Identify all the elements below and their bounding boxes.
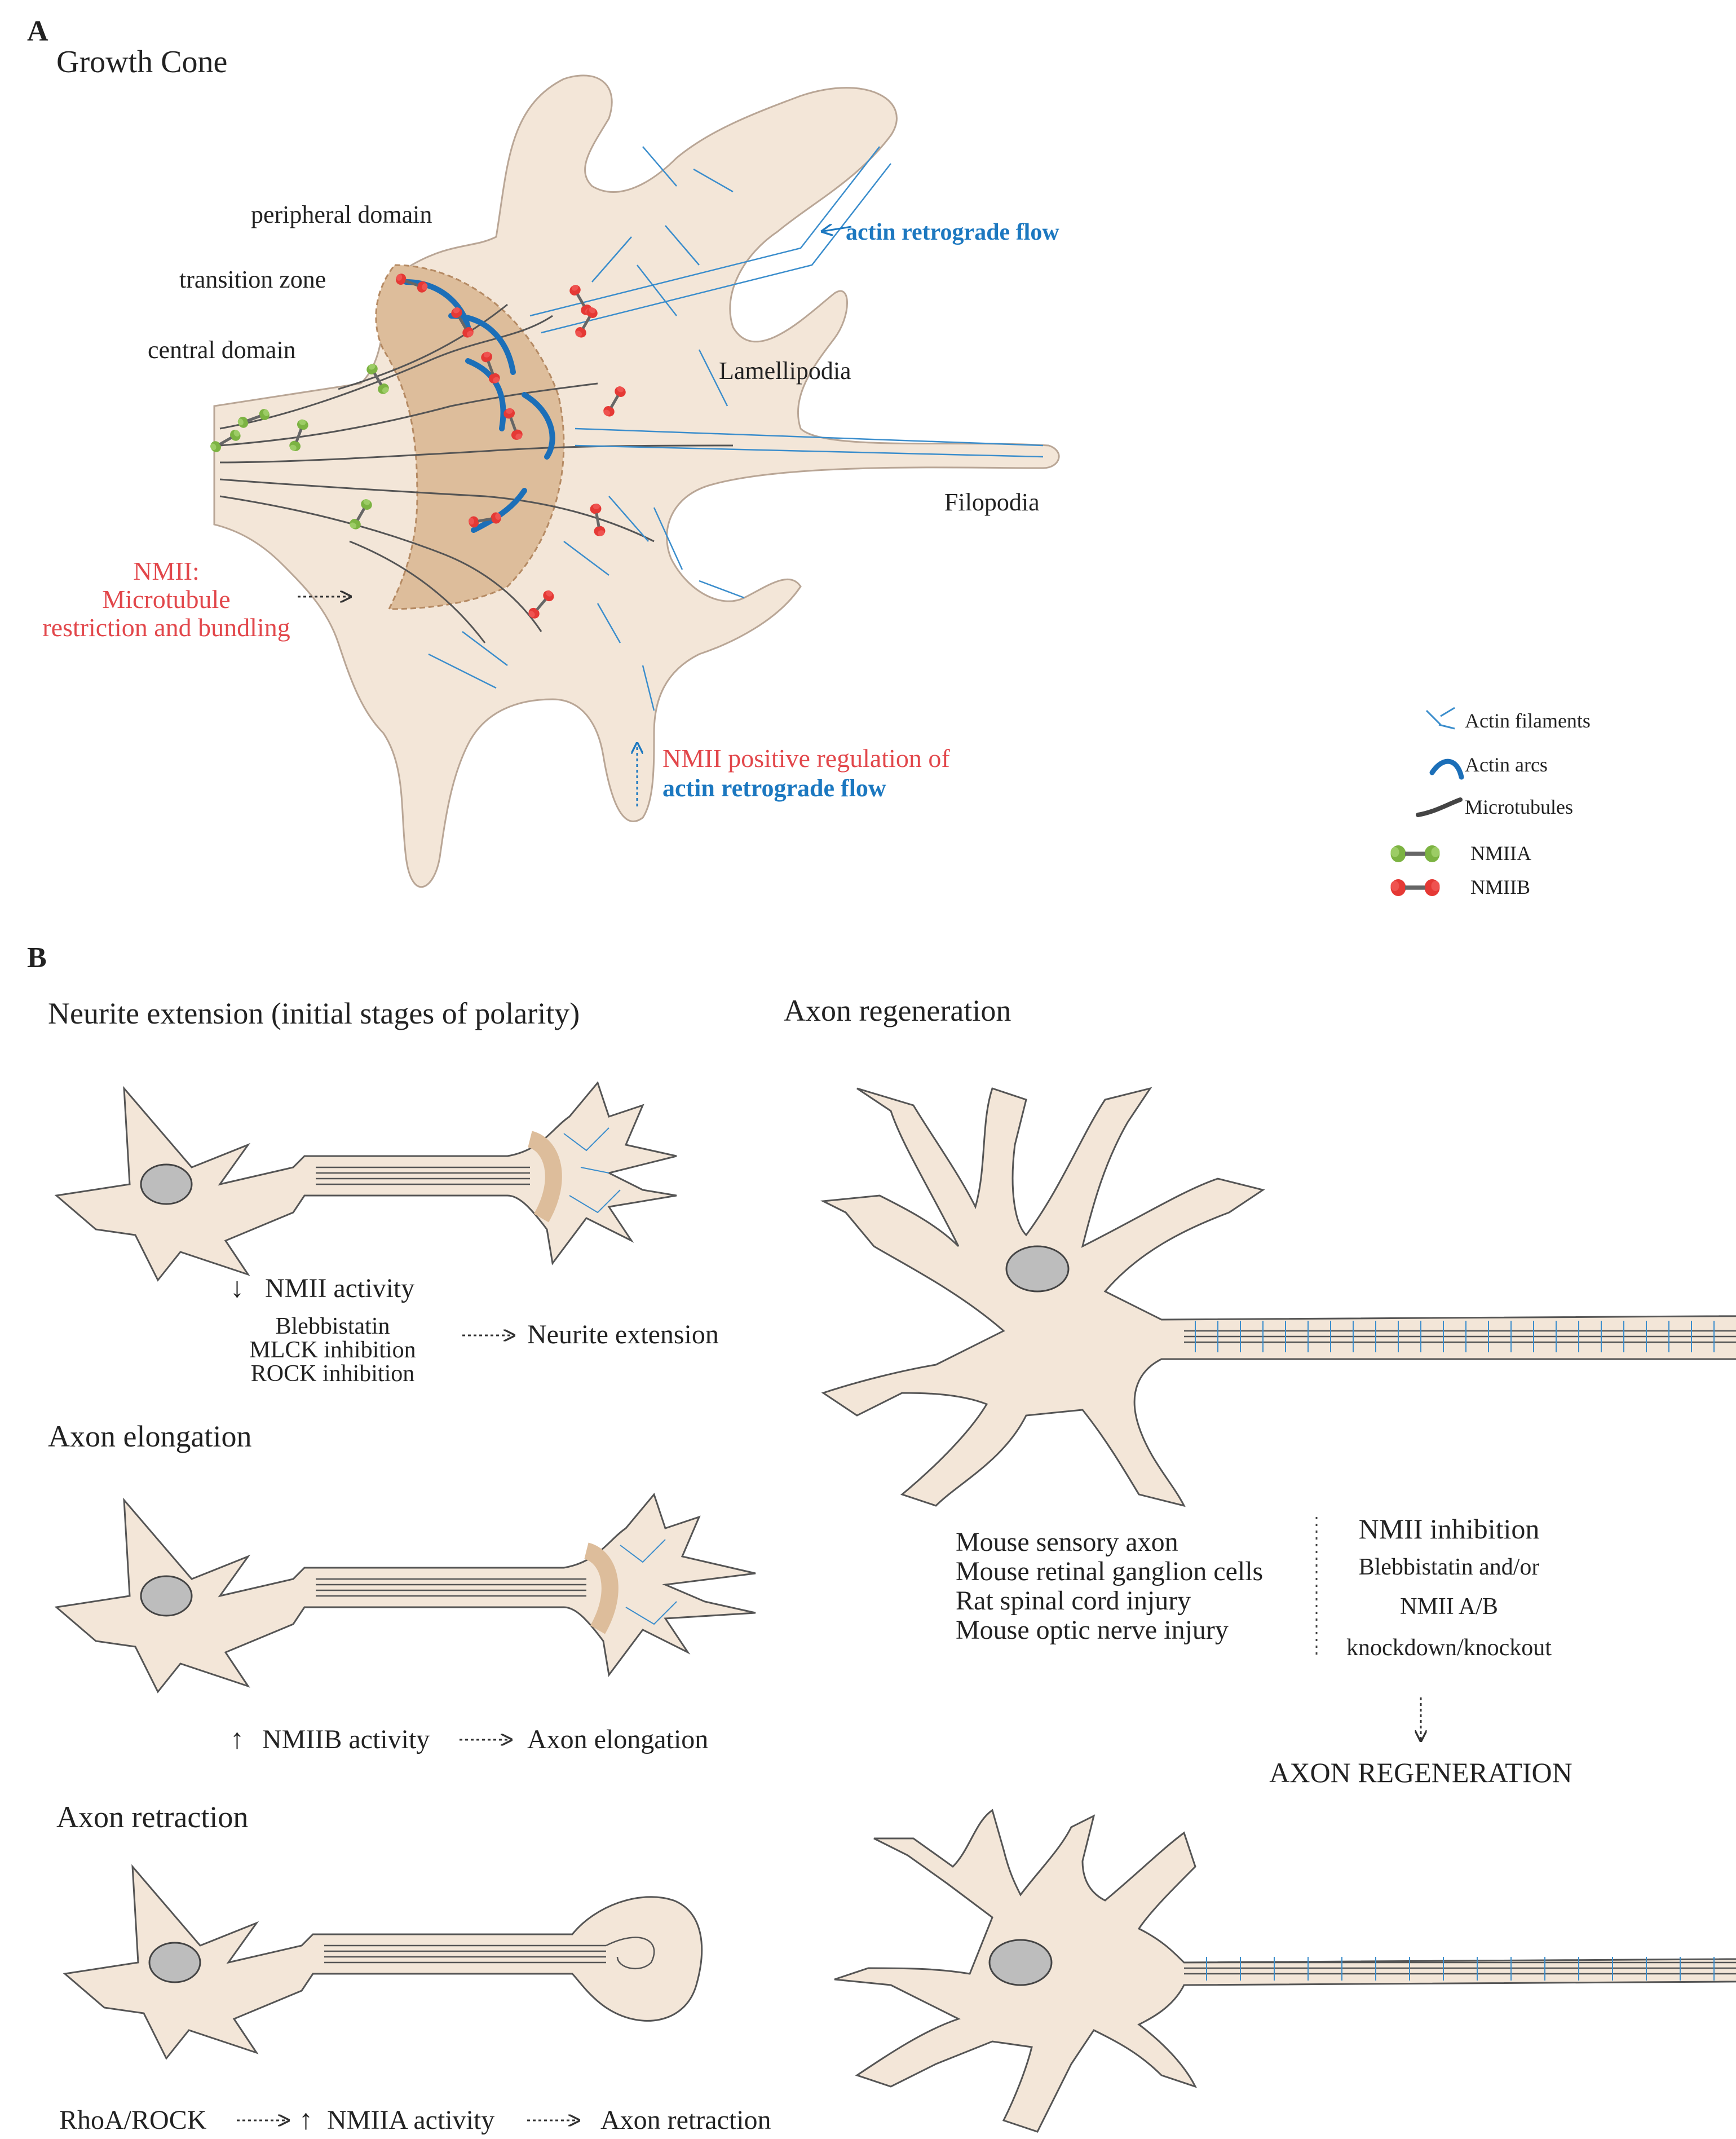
- legend-nmiib: NMIIB: [1470, 876, 1530, 898]
- inhibition-title: NMII inhibition: [1359, 1513, 1540, 1545]
- model-sensory-axon: Mouse sensory axon: [956, 1527, 1178, 1557]
- label-lamellipodia: Lamellipodia: [719, 357, 851, 385]
- nmii-positive-line1: NMII positive regulation of: [662, 744, 950, 773]
- transition-zone-band: [375, 264, 565, 610]
- label-central-domain: central domain: [148, 336, 296, 364]
- inhibition-line3: knockdown/knockout: [1346, 1635, 1552, 1661]
- actin-arcs: [403, 279, 555, 533]
- neuron-neurite-extension: [54, 1080, 677, 1282]
- nucleus: [1005, 1245, 1070, 1293]
- nmii-microtubule-annotation: NMII: Microtubule restriction and bundli…: [42, 557, 350, 642]
- neuron-after-regeneration: [834, 1809, 1736, 2133]
- label-peripheral-domain: peripheral domain: [251, 201, 432, 228]
- actin-filaments-icon: [1425, 707, 1455, 730]
- nmii-label-line1: NMII:: [133, 557, 200, 585]
- neurite-result: Neurite extension: [527, 1320, 719, 1349]
- retraction-nmiia-activity: NMIIA activity: [327, 2105, 494, 2135]
- model-retinal-ganglion: Mouse retinal ganglion cells: [956, 1556, 1263, 1586]
- nmiia-icon: [1391, 845, 1440, 862]
- treatment-blebbistatin: Blebbistatin: [276, 1313, 390, 1339]
- neuron-body: [820, 1087, 1736, 1507]
- actin-network: [563, 1127, 621, 1214]
- nmiib-icon: [1391, 879, 1440, 896]
- actin-network: [620, 1539, 677, 1625]
- nucleus: [988, 1939, 1053, 1986]
- retraction-upstream: RhoA/ROCK: [59, 2105, 207, 2135]
- transition-zone: [584, 1542, 619, 1634]
- axon-microtubules: [1184, 1961, 1736, 1975]
- neuron-axon-elongation: [54, 1492, 756, 1693]
- actin-retrograde-flow-arrow: [823, 227, 852, 231]
- growth-cone-illustration: [209, 74, 1060, 888]
- microtubules-central: [219, 303, 734, 643]
- label-actin-retrograde-flow: actin retrograde flow: [846, 219, 1059, 245]
- label-filopodia: Filopodia: [944, 488, 1040, 516]
- treatment-mlck: MLCK inhibition: [249, 1337, 416, 1363]
- neurite-arrow-down: ↓: [230, 1272, 244, 1303]
- legend-actin-filaments: Actin filaments: [1465, 709, 1591, 732]
- transition-zone: [527, 1131, 562, 1223]
- model-optic-nerve: Mouse optic nerve injury: [956, 1615, 1229, 1645]
- nmii-inhibition-block: NMII inhibition Blebbistatin and/or NMII…: [1346, 1513, 1552, 1661]
- nmii-label-line3: restriction and bundling: [42, 613, 290, 642]
- axon-elongation-title: Axon elongation: [48, 1419, 251, 1453]
- model-spinal-cord: Rat spinal cord injury: [956, 1586, 1191, 1616]
- legend-actin-arcs: Actin arcs: [1465, 753, 1548, 776]
- nucleus: [148, 1942, 201, 1983]
- inhibition-line2: NMII A/B: [1400, 1594, 1498, 1620]
- nucleus: [140, 1575, 193, 1617]
- microtubule-icon: [1416, 797, 1463, 817]
- panel-b-letter: B: [27, 942, 47, 974]
- axon-actin-rings: [1195, 1321, 1715, 1352]
- elongation-arrow-up: ↑: [230, 1723, 244, 1754]
- axon-actin-rings: [1206, 1957, 1715, 1981]
- axon-retraction-title: Axon retraction: [56, 1800, 248, 1834]
- treatment-rock: ROCK inhibition: [251, 1361, 415, 1387]
- nmii-label-line2: Microtubule: [102, 585, 230, 614]
- neuron-body: [54, 1492, 756, 1693]
- neuron-before-regeneration: [820, 1087, 1736, 1507]
- axon-microtubules: [1184, 1330, 1736, 1343]
- elongation-nmiib-activity: NMIIB activity: [262, 1725, 430, 1754]
- neuron-axon-retraction: [63, 1864, 703, 2060]
- axon-microtubules: [316, 1578, 586, 1597]
- legend: Actin filaments Actin arcs Microtubules …: [1391, 707, 1591, 898]
- legend-microtubules: Microtubules: [1465, 796, 1573, 818]
- label-transition-zone: transition zone: [179, 266, 326, 293]
- nmii-positive-regulation-annotation: NMII positive regulation of actin retrog…: [637, 744, 950, 806]
- retraction-result: Axon retraction: [600, 2105, 771, 2135]
- panel-a-letter: A: [27, 15, 48, 47]
- actin-arc-icon: [1429, 758, 1464, 780]
- axon-microtubules: [316, 1166, 530, 1185]
- neuron-body: [834, 1809, 1736, 2133]
- growth-cone-title: Growth Cone: [56, 45, 227, 80]
- neurite-extension-title: Neurite extension (initial stages of pol…: [48, 996, 580, 1030]
- neurite-nmii-activity: NMII activity: [265, 1273, 414, 1303]
- nucleus: [140, 1163, 193, 1205]
- regeneration-outcome: AXON REGENERATION: [1269, 1757, 1572, 1788]
- axon-microtubules: [324, 1937, 655, 1970]
- nmii-positive-line2: actin retrograde flow: [662, 774, 886, 802]
- actin-filaments-peripheral: [428, 146, 1044, 711]
- axon-regeneration-title: Axon regeneration: [784, 994, 1011, 1027]
- retraction-arrow-up: ↑: [299, 2103, 313, 2135]
- legend-nmiia: NMIIA: [1470, 842, 1531, 865]
- elongation-result: Axon elongation: [527, 1725, 708, 1754]
- regeneration-models: Mouse sensory axon Mouse retinal ganglio…: [956, 1527, 1263, 1645]
- inhibition-line1: Blebbistatin and/or: [1359, 1554, 1540, 1580]
